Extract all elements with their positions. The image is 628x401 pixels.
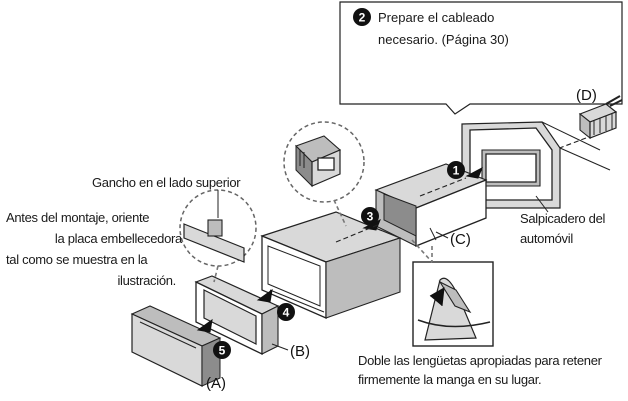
step-3-marker: 3 [361,207,381,231]
wiring-connector [578,95,623,140]
step-2-badge [353,8,371,26]
step-4-number: 4 [283,306,290,320]
step-4-marker: 4 [256,288,295,321]
before-mount-line-2: la placa embellecedora [55,231,183,246]
guide-line-connector [469,137,587,183]
trim-plate [194,275,280,356]
sleeve-leader [435,231,449,239]
hook-detail-inset [179,189,257,283]
step-5-marker: 5 [196,318,231,359]
head-unit [260,211,402,319]
step-3-number: 3 [367,210,374,224]
trim-leader [271,343,289,351]
part-label-c: (C) [450,231,471,248]
before-mount-line-3: tal como se muestra en la [6,252,148,267]
hook-label: Gancho en el lado superior [92,175,241,190]
callout-box [339,1,623,115]
step-1-marker: 1 [447,161,483,179]
dashboard-label-line-2: automóvil [520,231,573,246]
step-1-number: 1 [453,164,460,178]
dashboard-leader [535,195,549,213]
bracket-detail-inset [283,121,365,227]
bend-tabs-line-2: firmemente la manga en su lugar. [358,372,541,387]
tab-bending-inset [411,239,494,347]
part-label-d: (D) [576,87,597,104]
callout-line-2: necesario. (Página 30) [378,32,509,47]
before-mount-line-4: ilustración. [117,273,176,288]
wiring-callout: 2 Prepare el cableado necesario. (Página… [339,1,623,140]
dashboard-label-line-1: Salpicadero del [520,211,606,226]
part-label-b: (B) [290,343,310,360]
dashboard-frame [461,121,611,209]
callout-line-1: Prepare el cableado [378,10,494,25]
bend-tabs-line-1: Doble las lengüetas apropiadas para rete… [358,353,603,368]
before-mount-line-1: Antes del montaje, oriente [6,210,149,225]
part-label-a: (A) [206,375,226,392]
step-2-number: 2 [359,11,366,25]
step-5-number: 5 [219,344,226,358]
faceplate [130,305,222,387]
guide-line-sleeve [419,177,467,197]
